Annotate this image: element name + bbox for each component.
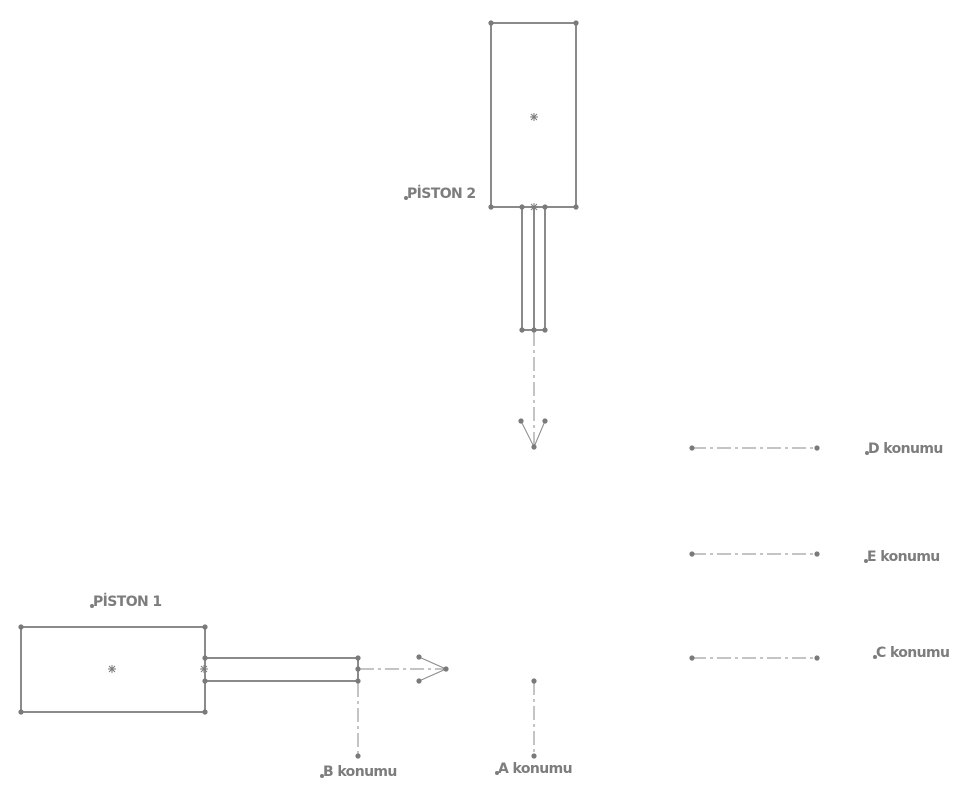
label-d-position: D konumu <box>865 441 943 457</box>
piston-2-vertices <box>488 20 579 333</box>
b-position-endpoint[interactable] <box>355 753 361 759</box>
a-position[interactable] <box>531 678 537 759</box>
piston-2-base-mark <box>530 203 538 211</box>
d-position[interactable] <box>689 445 820 451</box>
label-piston-2: PİSTON 2 <box>404 185 476 202</box>
piston-1[interactable] <box>18 624 449 759</box>
piston-2-arrow[interactable] <box>518 418 548 450</box>
piston-1-center-mark <box>108 665 116 673</box>
piston-1-label: PİSTON 1 <box>93 593 162 610</box>
piston-2[interactable] <box>488 20 579 450</box>
label-piston-1: PİSTON 1 <box>90 593 162 610</box>
label-e-position: E konumu <box>864 549 940 565</box>
e-position[interactable] <box>689 551 820 557</box>
piston-1-base-mark <box>200 665 208 673</box>
b-position-label: B konumu <box>323 764 397 780</box>
piston-1-arrow[interactable] <box>416 654 449 684</box>
d-position-label: D konumu <box>868 441 943 457</box>
piston-2-label: PİSTON 2 <box>407 185 476 202</box>
label-b-position: B konumu <box>320 764 397 780</box>
e-position-label: E konumu <box>867 549 940 565</box>
c-position-label: C konumu <box>876 645 949 661</box>
a-position-label: A konumu <box>498 761 572 777</box>
label-a-position: A konumu <box>495 761 573 777</box>
piston-1-rod[interactable] <box>204 657 359 682</box>
label-c-position: C konumu <box>873 645 950 661</box>
piston-2-center-mark <box>530 113 538 121</box>
piston-1-vertices <box>18 624 361 715</box>
c-position[interactable] <box>689 655 820 661</box>
